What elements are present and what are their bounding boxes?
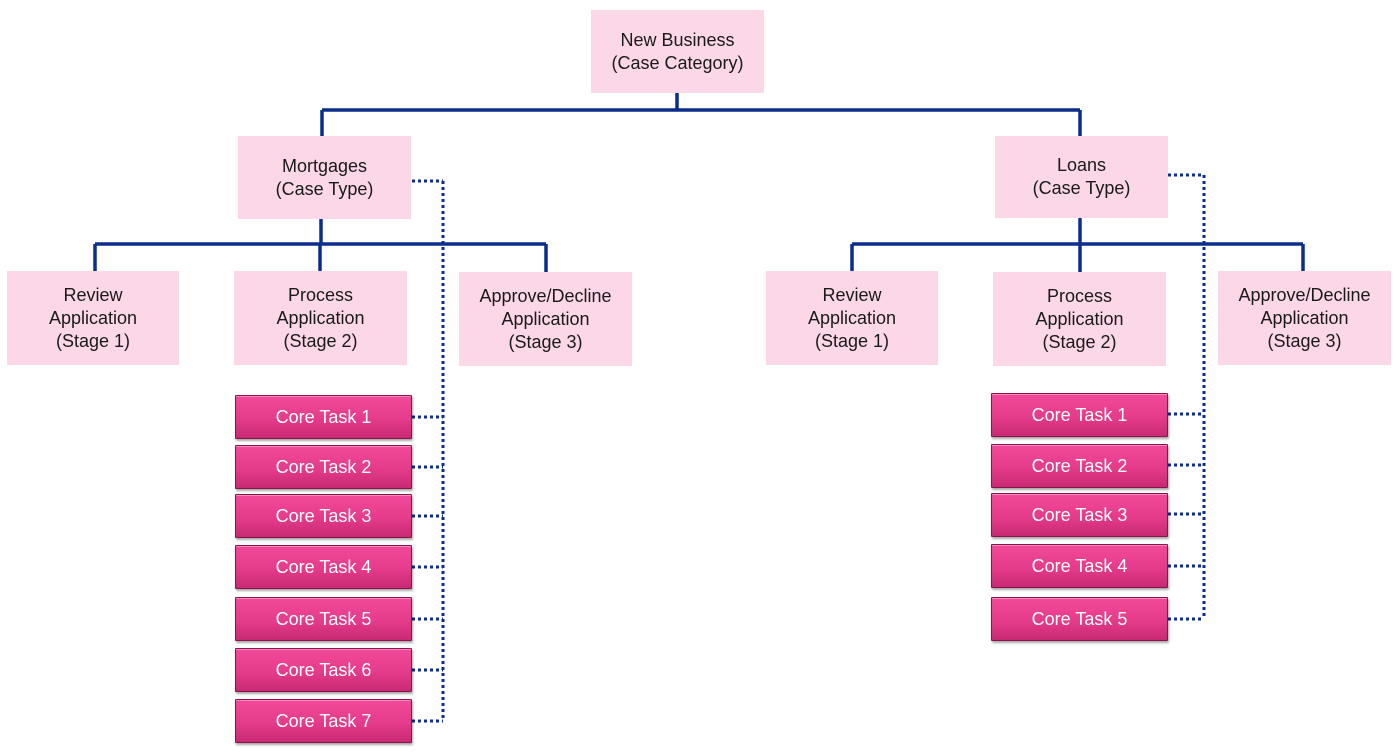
task-label: Core Task 2 [275,456,372,477]
stage-number: (Stage 1) [814,330,890,351]
node-subtitle: (Case Type) [1032,178,1131,198]
root-to-casetypes-connector [320,93,1082,136]
stage-name: Review [822,284,882,305]
loans-core-task-4: Core Task 4 [991,544,1168,588]
mortgages-stage-1-node: Review Application (Stage 1) [7,271,179,365]
mortgages-core-task-7: Core Task 7 [235,699,412,743]
mortgages-stage-3-node: Approve/Decline Application (Stage 3) [459,272,632,366]
node-title: Loans [1056,155,1107,175]
loans-stage-2-node: Process Application (Stage 2) [993,272,1166,366]
stage-number: (Stage 2) [283,330,358,351]
stage-name: Process [1046,285,1113,306]
stage-name-line2: Application [1035,308,1124,329]
stage-number: (Stage 1) [55,330,131,351]
stage-number: (Stage 2) [1042,331,1117,352]
task-label: Core Task 6 [275,659,372,680]
stage-name: Approve/Decline [479,285,612,306]
mortgages-core-task-6: Core Task 6 [235,648,412,692]
task-label: Core Task 7 [275,710,372,731]
mortgages-core-task-3: Core Task 3 [235,494,412,538]
mortgages-to-stages-connector [93,219,548,272]
task-label: Core Task 2 [1031,455,1128,476]
stage-name-line2: Application [807,307,897,328]
mortgages-core-task-1: Core Task 1 [235,395,412,439]
mortgages-stage-2-node: Process Application (Stage 2) [234,271,407,365]
mortgages-task-dotted-connector [412,179,445,723]
case-type-node-mortgages: Mortgages (Case Type) [238,136,411,219]
loans-task-dotted-connector [1168,173,1206,621]
case-type-node-loans: Loans (Case Type) [995,136,1168,218]
stage-name: Review [63,284,123,305]
stage-name-line2: Application [501,308,590,329]
task-label: Core Task 3 [275,505,372,526]
node-title: Mortgages [281,155,368,176]
task-label: Core Task 1 [275,406,372,427]
task-label: Core Task 4 [275,556,372,577]
mortgages-core-task-2: Core Task 2 [235,445,412,489]
loans-core-task-3: Core Task 3 [991,493,1168,537]
case-category-node: New Business (Case Category) [591,10,764,93]
loans-stage-3-node: Approve/Decline Application (Stage 3) [1218,271,1391,365]
task-label: Core Task 1 [1031,404,1128,425]
stage-number: (Stage 3) [508,331,583,352]
task-label: Core Task 5 [1031,608,1128,629]
stage-name-line2: Application [48,307,138,328]
loans-core-task-1: Core Task 1 [991,393,1168,437]
node-title: New Business [620,29,735,50]
task-label: Core Task 4 [1031,555,1128,576]
mortgages-core-task-5: Core Task 5 [235,597,412,641]
loans-core-task-2: Core Task 2 [991,444,1168,488]
loans-core-task-5: Core Task 5 [991,597,1168,641]
stage-name: Approve/Decline [1238,284,1371,305]
stage-name-line2: Application [1260,307,1349,328]
mortgages-core-task-4: Core Task 4 [235,545,412,589]
task-label: Core Task 3 [1031,504,1128,525]
stage-name: Process [287,284,354,305]
task-label: Core Task 5 [275,608,372,629]
node-subtitle: (Case Category) [611,52,744,73]
loans-stage-1-node: Review Application (Stage 1) [766,271,938,365]
stage-number: (Stage 3) [1267,330,1342,351]
loans-to-stages-connector [850,218,1305,272]
node-subtitle: (Case Type) [275,178,374,199]
stage-name-line2: Application [276,307,365,328]
